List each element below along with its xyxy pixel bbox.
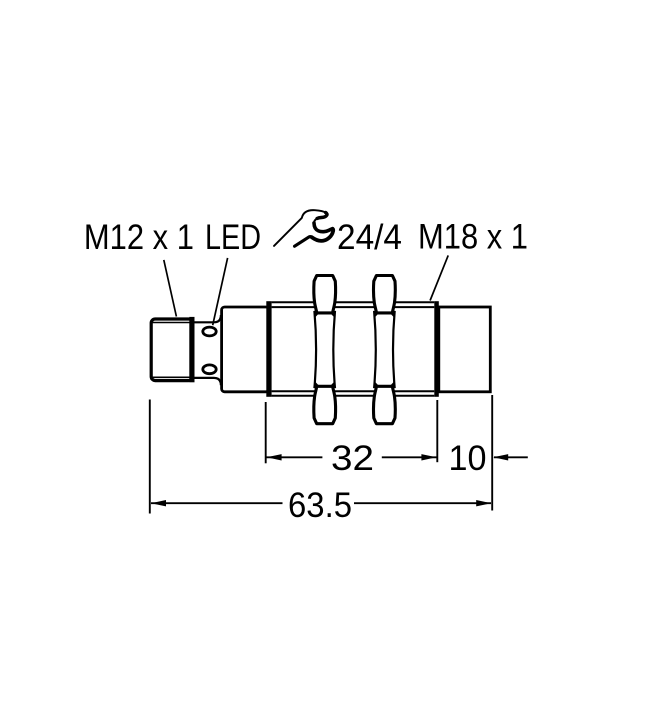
svg-text:24/4: 24/4 bbox=[337, 218, 402, 257]
svg-text:32: 32 bbox=[331, 439, 374, 478]
svg-text:10: 10 bbox=[449, 439, 487, 478]
svg-text:LED: LED bbox=[205, 218, 261, 257]
svg-text:63.5: 63.5 bbox=[288, 486, 352, 525]
svg-text:M12 x 1: M12 x 1 bbox=[84, 218, 194, 257]
svg-text:M18 x 1: M18 x 1 bbox=[418, 217, 528, 256]
